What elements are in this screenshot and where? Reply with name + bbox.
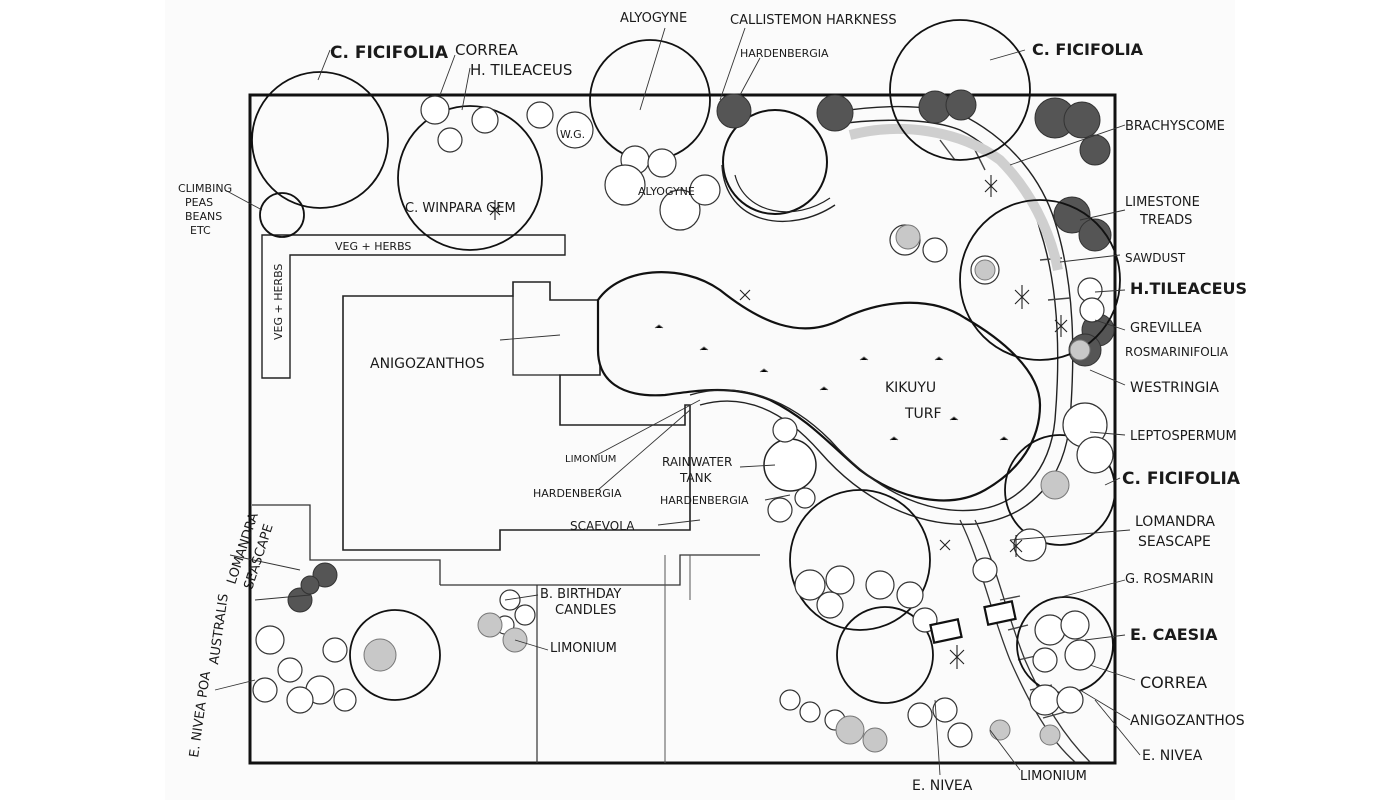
label-correa-n: CORREA	[455, 41, 519, 59]
c-ficifolia-e-tree	[1004, 434, 1116, 546]
path-shading	[848, 123, 1063, 271]
label-limonium-w: LIMONIUM	[565, 454, 616, 465]
label-g-rosmarin: G. ROSMARIN	[1125, 572, 1214, 587]
label-e-nivea-se: E. NIVEA	[1142, 748, 1203, 764]
c-winpara-tree	[397, 105, 543, 251]
label-kikuyu: KIKUYU	[885, 380, 936, 396]
grass-marks	[654, 324, 1009, 441]
label-rainwater: RAINWATER	[662, 455, 732, 469]
label-sawdust: SAWDUST	[1125, 251, 1186, 265]
h-tileaceus-tree	[959, 199, 1121, 361]
label-anigozanthos-se: ANIGOZANTHOS	[1130, 713, 1245, 729]
label-hardenbergia-s: HARDENBERGIA	[660, 494, 749, 507]
label-lomandra-e: LOMANDRA	[1135, 514, 1215, 530]
callistemon-circle	[722, 109, 828, 215]
label-climbing-3: BEANS	[185, 210, 222, 223]
tree-south	[836, 606, 934, 704]
label-alyogyne: ALYOGYNE	[620, 11, 687, 26]
house-wing	[512, 296, 560, 376]
veg-herbs-bed	[261, 234, 566, 379]
label-h-tileaceus-e: H.TILEACEUS	[1130, 279, 1247, 298]
label-birthday: B. BIRTHDAY	[540, 587, 621, 602]
spiky-plants	[489, 175, 1068, 669]
label-anigozanthos-house: ANIGOZANTHOS	[370, 356, 485, 372]
label-c-winpara-gem: C. WINPARA GEM	[405, 201, 516, 216]
c-ficifolia-s-tree	[789, 489, 931, 631]
large-trees	[251, 19, 1121, 704]
climbing-peas-circle	[259, 192, 305, 238]
label-veg-herbs-top: VEG + HERBS	[335, 240, 411, 253]
label-wg: W.G.	[560, 128, 585, 141]
label-climbing-4: ETC	[190, 224, 211, 237]
label-rosmarinifolia: ROSMARINIFOLIA	[1125, 345, 1229, 359]
label-candles: CANDLES	[555, 603, 616, 618]
label-c-ficifolia-nw: C. FICIFOLIA	[330, 43, 449, 63]
label-hardenbergia-n: HARDENBERGIA	[740, 47, 829, 60]
label-limestone: LIMESTONE	[1125, 195, 1200, 210]
property-boundary	[248, 93, 1117, 765]
garden-edge-west	[252, 504, 441, 585]
label-limonium-s: LIMONIUM	[1020, 769, 1087, 784]
label-veg-herbs-side: VEG + HERBS	[272, 264, 285, 340]
shrub-clusters	[252, 95, 1114, 748]
label-e-nivea-s: E. NIVEA	[912, 778, 973, 794]
c-ficifolia-nw-tree	[251, 71, 389, 209]
c-ficifolia-ne-tree	[889, 19, 1031, 161]
label-c-ficifolia-e: C. FICIFOLIA	[1122, 469, 1241, 489]
plan-labels: C. FICIFOLIA CORREA H. TILEACEUS CLIMBIN…	[178, 11, 1247, 794]
grey-shrubs	[363, 224, 1091, 753]
label-alyogyne-small: ALYOGYNE	[638, 185, 695, 198]
label-callistemon: CALLISTEMON HARKNESS	[730, 13, 897, 28]
label-h-tileaceus-n: H. TILEACEUS	[470, 61, 572, 79]
label-westringia: WESTRINGIA	[1130, 380, 1219, 396]
garden-edge-south	[440, 554, 760, 586]
callistemon-ring-inner	[734, 174, 831, 213]
label-leptospermum: LEPTOSPERMUM	[1130, 429, 1237, 444]
label-brachyscome: BRACHYSCOME	[1125, 119, 1225, 134]
house-footprint	[342, 281, 691, 551]
label-limonium-c: LIMONIUM	[550, 641, 617, 656]
label-seascape-e: SEASCAPE	[1138, 534, 1211, 550]
callistemon-ring	[721, 164, 836, 223]
label-scaevola: SCAEVOLA	[570, 519, 635, 533]
limestone-path-outer	[689, 119, 1059, 512]
label-tank: TANK	[679, 471, 713, 485]
tree-sw	[349, 609, 441, 701]
label-climbing-1: CLIMBING	[178, 182, 232, 195]
label-correa-se: CORREA	[1140, 673, 1207, 692]
label-e-caesia: E. CAESIA	[1130, 625, 1218, 644]
label-treads: TREADS	[1139, 213, 1192, 228]
label-hardenbergia-w: HARDENBERGIA	[533, 487, 622, 500]
label-c-ficifolia-ne: C. FICIFOLIA	[1032, 40, 1144, 59]
label-grevillea: GREVILLEA	[1130, 321, 1202, 336]
leader-lines	[214, 27, 1141, 776]
label-climbing-2: PEAS	[185, 196, 213, 209]
benches	[929, 599, 1017, 645]
stepping-path-south-edge	[974, 519, 1091, 763]
label-turf: TURF	[904, 406, 942, 422]
